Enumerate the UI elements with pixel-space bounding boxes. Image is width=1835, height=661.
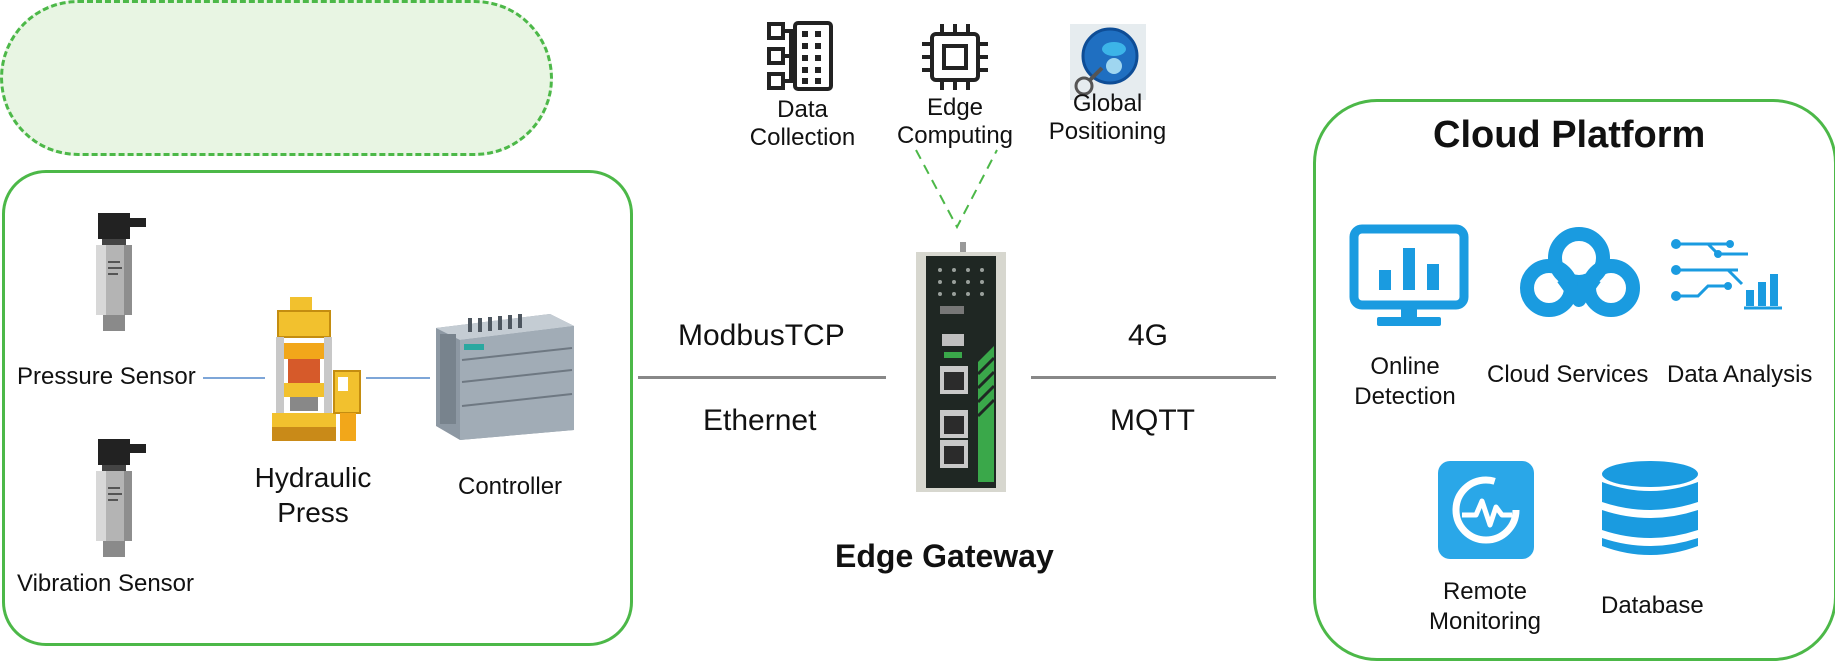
vibration-sensor-label: Vibration Sensor bbox=[17, 570, 194, 597]
feature-label-global-positioning: Global Positioning bbox=[1048, 90, 1167, 145]
hydraulic-press-label: Hydraulic Press bbox=[254, 462, 372, 528]
edge-gateway-title: Edge Gateway bbox=[835, 538, 1054, 574]
gateway-features-bubble bbox=[0, 0, 553, 156]
edge-gateway-image bbox=[916, 242, 1006, 492]
feature-label-data-collection: Data Collection bbox=[749, 96, 856, 151]
cloud-platform-title: Cloud Platform bbox=[1433, 114, 1706, 156]
data-collection-icon bbox=[767, 21, 833, 91]
wire-press-to-controller bbox=[366, 377, 430, 379]
edge-computing-icon bbox=[922, 24, 988, 90]
service-label-remote-monitoring: Remote Monitoring bbox=[1428, 578, 1542, 635]
controller-image bbox=[436, 314, 574, 440]
service-label-cloud-services: Cloud Services bbox=[1487, 361, 1649, 388]
vibration-sensor-image bbox=[96, 439, 146, 557]
callout-dashed-lines bbox=[915, 149, 998, 230]
cloud-platform-panel bbox=[1313, 99, 1835, 661]
link-label-ethernet: Ethernet bbox=[703, 404, 817, 437]
monitor-chart-icon bbox=[1349, 224, 1469, 326]
pressure-sensor-image bbox=[96, 213, 146, 331]
cloud-icon bbox=[1520, 227, 1640, 317]
link-label-mqtt: MQTT bbox=[1110, 404, 1195, 437]
remote-monitoring-icon bbox=[1438, 461, 1534, 559]
global-positioning-icon bbox=[1070, 24, 1146, 100]
pressure-sensor-label: Pressure Sensor bbox=[17, 363, 196, 390]
database-icon bbox=[1602, 461, 1698, 555]
link-label-modbustcp: ModbusTCP bbox=[678, 319, 845, 352]
data-analysis-icon bbox=[1671, 239, 1782, 310]
service-label-database: Database bbox=[1601, 592, 1704, 619]
link-line-right bbox=[1031, 376, 1276, 379]
service-label-online-detection: Online Detection bbox=[1354, 353, 1456, 410]
controller-label: Controller bbox=[458, 473, 563, 500]
hydraulic-press-image bbox=[272, 297, 361, 441]
feature-label-edge-computing: Edge Computing bbox=[896, 94, 1014, 149]
service-label-data-analysis: Data Analysis bbox=[1667, 361, 1813, 388]
link-label-4g: 4G bbox=[1128, 319, 1169, 352]
wire-sensor-to-press bbox=[203, 377, 265, 379]
link-line-left bbox=[638, 376, 886, 379]
